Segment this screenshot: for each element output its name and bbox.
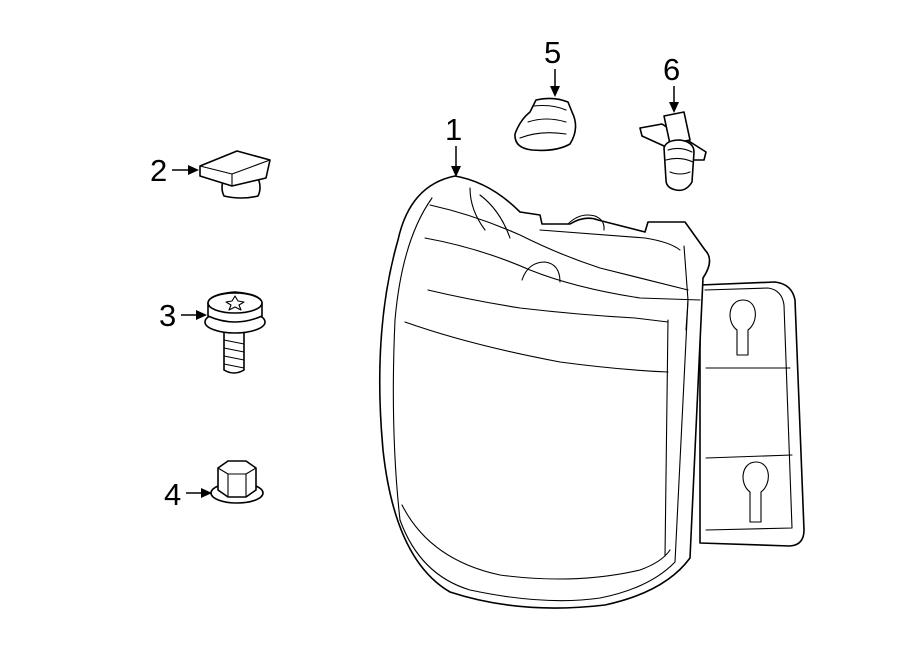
screw — [204, 291, 266, 374]
screw-star-drive-icon — [225, 295, 245, 311]
bulb — [514, 97, 577, 152]
keyhole-lower — [742, 461, 769, 523]
callout-6-label: 6 — [663, 52, 680, 87]
callout-2: 2 — [150, 153, 199, 188]
callout-3: 3 — [159, 298, 207, 333]
keyhole-upper — [729, 299, 756, 356]
pad-clip — [199, 150, 271, 199]
callout-5-label: 5 — [544, 35, 561, 70]
tail-lamp-assembly — [378, 175, 805, 609]
lamp-lens-body — [378, 175, 711, 609]
callout-5: 5 — [544, 35, 561, 97]
callout-1: 1 — [445, 112, 462, 177]
callout-6: 6 — [663, 52, 680, 113]
callout-3-label: 3 — [159, 298, 176, 333]
lamp-mounting-bracket — [699, 281, 805, 547]
callout-4: 4 — [164, 477, 212, 512]
callout-4-label: 4 — [164, 477, 181, 512]
hex-nut — [210, 460, 264, 504]
callout-1-label: 1 — [445, 112, 462, 147]
callout-2-label: 2 — [150, 153, 167, 188]
bulb-socket — [639, 111, 707, 192]
